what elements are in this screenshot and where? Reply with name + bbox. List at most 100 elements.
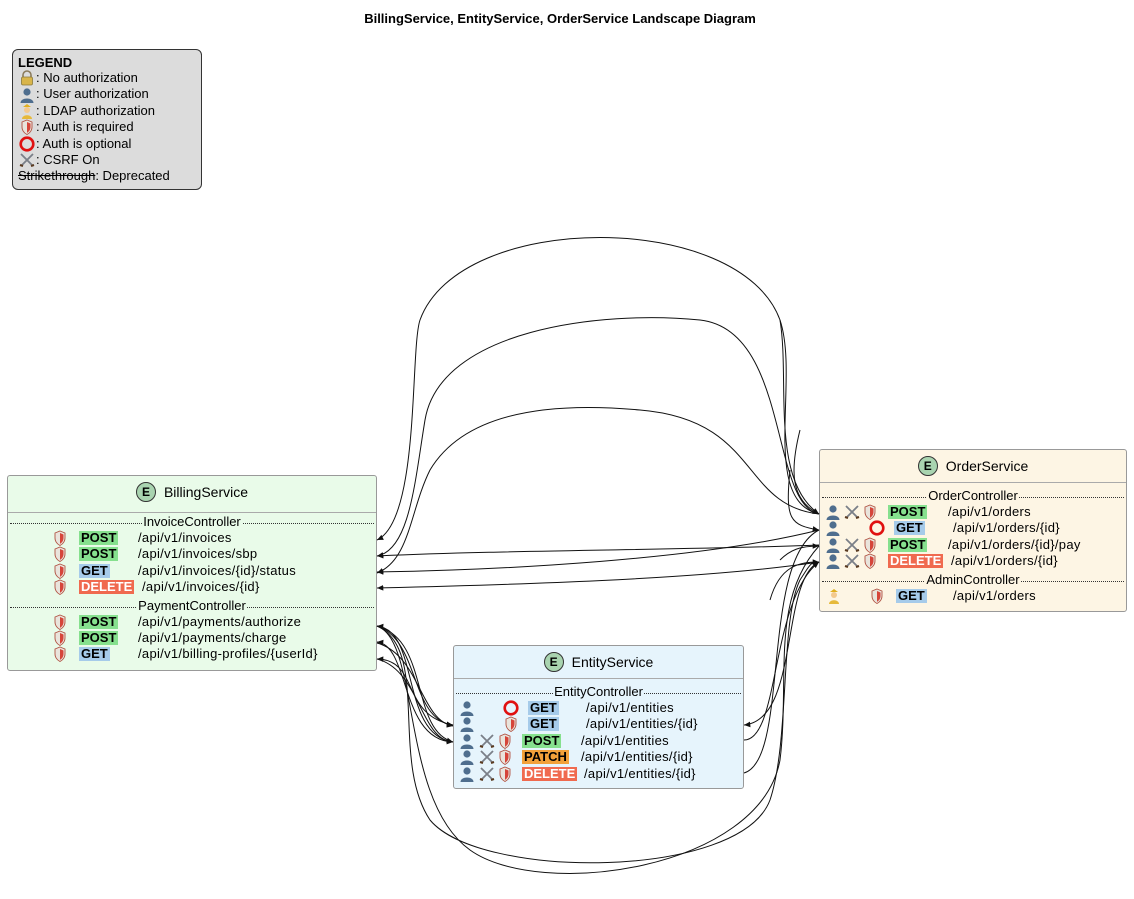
method-badge: PATCH xyxy=(522,749,569,765)
endpoint-path: /api/v1/invoices xyxy=(138,530,232,545)
endpoint-path: /api/v1/entities/{id} xyxy=(586,716,698,732)
endpoint-path: /api/v1/payments/authorize xyxy=(138,613,302,629)
legend-row-auth-optional: : Auth is optional xyxy=(18,136,201,152)
endpoint-row[interactable]: DELETE /api/v1/invoices/{id} xyxy=(8,579,376,595)
swords-icon xyxy=(18,153,36,168)
wire-loop-to-order xyxy=(779,543,820,561)
wire-entity-to-order xyxy=(743,529,820,774)
controller-header: EntityController xyxy=(454,684,743,700)
shield-icon xyxy=(54,563,66,579)
endpoint-path: /api/v1/invoices/{id}/status xyxy=(138,562,296,578)
shield-icon xyxy=(499,766,511,782)
legend-row-auth-required: : Auth is required xyxy=(18,119,201,136)
shield-icon xyxy=(54,546,66,562)
endpoint-row[interactable]: GET /api/v1/entities xyxy=(454,700,743,716)
endpoint-row[interactable]: DELETE /api/v1/entities/{id} xyxy=(454,766,743,782)
wire-loop-to-order xyxy=(779,319,820,515)
entity-service-header: E EntityService xyxy=(454,646,743,678)
endpoint-path: /api/v1/billing-profiles/{userId} xyxy=(138,646,318,662)
wire-order-to-billing xyxy=(376,544,820,559)
controller-name: OrderController xyxy=(927,488,1019,503)
diagram-title: BillingService, EntityService, OrderServ… xyxy=(364,11,756,26)
endpoint-row[interactable]: GET /api/v1/orders/{id} xyxy=(820,520,1126,536)
user-icon xyxy=(459,733,475,749)
wire-order-to-billing xyxy=(376,317,820,558)
shield-icon xyxy=(499,749,511,765)
endpoint-row[interactable]: PATCH /api/v1/entities/{id} xyxy=(454,749,743,765)
wire-order-to-billing xyxy=(376,561,820,591)
endpoint-path: /api/v1/entities/{id} xyxy=(581,749,693,765)
wire-billing-to-entity xyxy=(376,658,454,745)
billing-service-header: E BillingService xyxy=(8,476,376,508)
swords-icon xyxy=(479,750,495,764)
controller-name: PaymentController xyxy=(137,597,247,613)
wire-entity-to-billing xyxy=(376,656,454,726)
entity-badge: E xyxy=(917,456,938,476)
user-icon xyxy=(459,766,475,782)
service-name: EntityService xyxy=(571,654,654,670)
wire-order-to-billing xyxy=(376,407,820,574)
endpoint-row[interactable]: POST /api/v1/orders xyxy=(820,504,1126,520)
endpoint-path: /api/v1/entities xyxy=(581,732,669,748)
endpoint-row[interactable]: POST /api/v1/invoices xyxy=(8,530,376,546)
billing-service-box: E BillingService InvoiceController POST … xyxy=(7,475,377,671)
legend-label: : Auth is optional xyxy=(36,135,132,151)
ldap-icon xyxy=(18,103,36,119)
endpoint-path: /api/v1/orders xyxy=(948,504,1031,519)
endpoint-row[interactable]: DELETE /api/v1/orders/{id} xyxy=(820,553,1126,569)
circle-icon xyxy=(869,520,885,536)
legend-label: : Auth is required xyxy=(36,119,134,135)
endpoint-row[interactable]: GET /api/v1/billing-profiles/{userId} xyxy=(8,646,376,662)
shield-icon xyxy=(505,716,517,732)
shield-icon xyxy=(54,530,66,546)
shield-icon xyxy=(54,579,66,595)
method-badge: GET xyxy=(79,562,110,578)
endpoint-row[interactable]: POST /api/v1/orders/{id}/pay xyxy=(820,537,1126,553)
legend-label: : User authorization xyxy=(36,86,149,102)
wire-billing-to-entity xyxy=(376,625,454,743)
method-badge: GET xyxy=(528,716,559,732)
endpoint-row[interactable]: POST /api/v1/entities xyxy=(454,733,743,749)
endpoint-path: /api/v1/orders/{id} xyxy=(953,520,1060,536)
entity-badge: E xyxy=(543,652,564,672)
wire-order-to-billing xyxy=(376,529,820,575)
user-icon xyxy=(459,700,475,716)
legend-label: : No authorization xyxy=(36,70,138,85)
user-icon xyxy=(825,504,841,520)
wire-loop-to-order xyxy=(787,469,820,532)
legend-row-user-auth: : User authorization xyxy=(18,86,201,103)
swords-icon xyxy=(844,538,860,552)
endpoint-row[interactable]: GET /api/v1/orders xyxy=(820,588,1126,604)
method-badge: POST xyxy=(79,613,119,629)
method-badge: GET xyxy=(79,646,110,662)
user-icon xyxy=(459,716,475,732)
swords-icon xyxy=(479,734,495,748)
controller-header: PaymentController xyxy=(8,597,376,614)
endpoint-row[interactable]: POST /api/v1/payments/charge xyxy=(8,630,376,646)
controller-header: InvoiceController xyxy=(8,514,376,530)
endpoint-path: /api/v1/entities xyxy=(586,700,674,715)
wire-order-to-billing xyxy=(376,237,820,541)
endpoint-row[interactable]: GET /api/v1/invoices/{id}/status xyxy=(8,563,376,579)
shield-icon xyxy=(18,119,36,136)
endpoint-row[interactable]: GET /api/v1/entities/{id} xyxy=(454,716,743,732)
endpoint-row[interactable]: POST /api/v1/invoices/sbp xyxy=(8,546,376,562)
shield-icon xyxy=(54,646,66,662)
circle-icon xyxy=(18,136,36,152)
shield-icon xyxy=(54,614,66,630)
endpoint-row[interactable]: POST /api/v1/payments/authorize xyxy=(8,614,376,630)
controller-name: EntityController xyxy=(553,684,644,699)
wire-loop-to-order xyxy=(769,559,820,601)
method-badge: POST xyxy=(888,504,928,519)
controller-header: AdminController xyxy=(820,571,1126,588)
legend: LEGEND : No authorization : User authori… xyxy=(12,49,202,190)
wire-entity-to-billing xyxy=(376,639,454,743)
ldap-icon xyxy=(826,588,842,604)
method-badge: GET xyxy=(896,587,927,603)
legend-strikethrough: Strikethrough xyxy=(18,168,96,184)
legend-label: : CSRF On xyxy=(36,151,100,167)
user-icon xyxy=(825,537,841,553)
shield-icon xyxy=(499,733,511,749)
wire-loop-to-order xyxy=(793,429,820,515)
method-badge: DELETE xyxy=(522,765,578,781)
